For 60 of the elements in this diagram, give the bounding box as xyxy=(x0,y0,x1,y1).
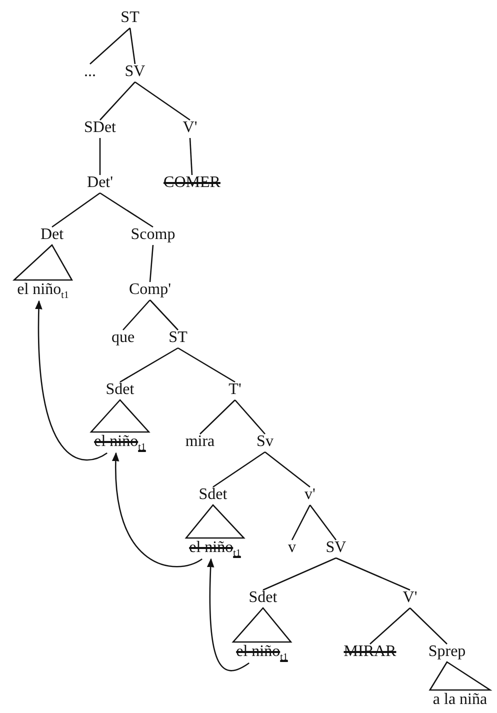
tree-node-label: MIRAR xyxy=(342,643,398,661)
tree-node-label: ST xyxy=(168,329,188,347)
tree-branch xyxy=(178,347,236,383)
tree-node-label: que xyxy=(110,329,136,347)
tree-node-label: Det xyxy=(39,226,65,244)
triangle-branch xyxy=(428,661,492,691)
tree-branch xyxy=(52,192,100,228)
tree-node-label: Sdet xyxy=(198,486,228,504)
tree-branch xyxy=(262,557,336,591)
tree-node-label: mira xyxy=(184,433,216,451)
tree-branch xyxy=(150,300,178,330)
tree-node-label: SDet xyxy=(83,119,117,137)
tree-node-label: ... xyxy=(83,63,97,81)
tree-branch xyxy=(410,608,448,644)
tree-node-label: COMER xyxy=(162,174,222,192)
tree-branch xyxy=(189,138,193,176)
tree-branch xyxy=(129,28,136,64)
tree-branch xyxy=(309,504,337,540)
tree-branch xyxy=(291,504,311,540)
tree-branch xyxy=(120,347,178,383)
tree-branch xyxy=(370,608,410,644)
tree-branch xyxy=(200,400,236,434)
triangle-branch xyxy=(90,399,150,433)
triangle-branch xyxy=(232,607,292,643)
tree-node-label: Det' xyxy=(86,174,114,192)
tree-branch xyxy=(122,300,150,330)
tree-node-label: a la niña xyxy=(432,691,488,709)
tree-node-label: v xyxy=(287,539,297,557)
tree-branch xyxy=(100,82,136,120)
tree-node-label: V' xyxy=(402,589,418,607)
tree-node-label: Scomp xyxy=(130,226,176,244)
tree-node-label: T' xyxy=(228,381,242,399)
tree-branch xyxy=(149,244,154,282)
triangle-branch xyxy=(12,244,73,281)
tree-node-label: el niño$_{t1}$ xyxy=(235,643,289,661)
tree-branch xyxy=(264,451,310,488)
triangle-branch xyxy=(184,504,246,539)
tree-branch xyxy=(100,192,154,228)
tree-node-label: ST xyxy=(120,9,140,27)
tree-node-label: Comp' xyxy=(128,281,172,299)
tree-node-label: Sdet xyxy=(248,589,278,607)
tree-branch xyxy=(90,28,130,64)
tree-node-label: SV xyxy=(324,539,348,557)
tree-node-label: Sprep xyxy=(427,643,467,661)
tree-branch xyxy=(336,557,410,591)
tree-branch xyxy=(99,138,101,175)
tree-node-label: V' xyxy=(182,119,198,137)
tree-node-label: Sv xyxy=(256,433,274,451)
tree-branch xyxy=(134,81,190,121)
movement-arrow xyxy=(35,300,108,461)
tree-node-label: v' xyxy=(304,486,316,504)
tree-branch xyxy=(234,400,266,434)
tree-node-label: el niño$_{t1}$ xyxy=(16,281,70,299)
tree-node-label: SV xyxy=(124,63,146,81)
tree-node-label: el niño$_{t1}$ xyxy=(93,433,147,451)
tree-node-label: Sdet xyxy=(104,381,136,399)
movement-arrow xyxy=(207,558,250,672)
tree-branch xyxy=(212,451,266,488)
tree-node-label: el niño$_{t1}$ xyxy=(188,539,242,557)
movement-arrow xyxy=(112,452,202,568)
